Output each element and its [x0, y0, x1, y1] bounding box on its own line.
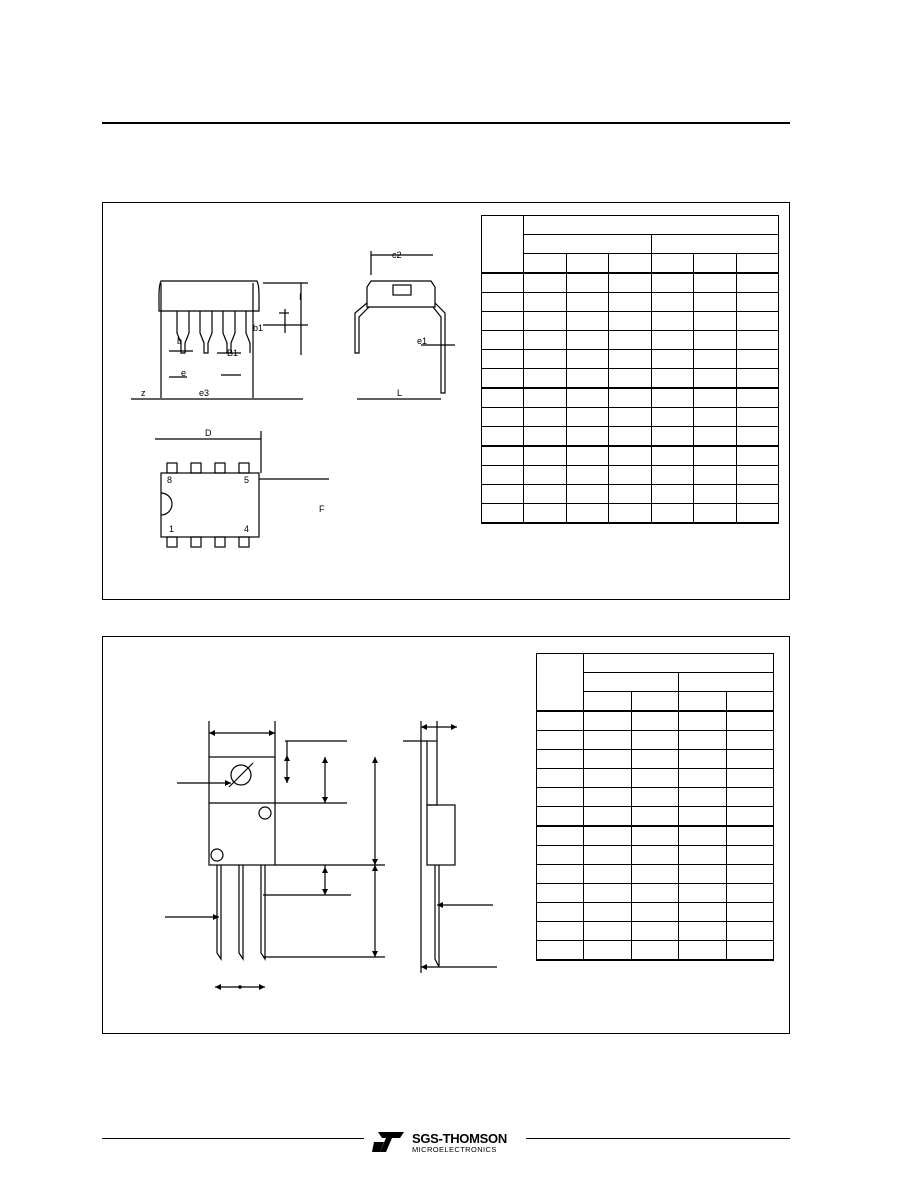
brand-subtitle: MICROELECTRONICS — [412, 1145, 497, 1154]
table-row — [481, 349, 779, 369]
table-row — [536, 768, 774, 788]
pin-label-4: 4 — [244, 524, 250, 534]
table-row — [536, 825, 774, 846]
table-row — [536, 921, 774, 941]
table-row — [481, 387, 779, 408]
footer-rule-right — [526, 1138, 790, 1139]
table-row — [481, 272, 779, 293]
table-row — [481, 503, 779, 524]
dim-label-e1: e1 — [417, 336, 428, 346]
dim-label-D: D — [205, 428, 212, 438]
brand-name: SGS-THOMSON — [412, 1131, 507, 1146]
table-row — [536, 883, 774, 903]
dim-label-e3: e3 — [199, 388, 210, 398]
footer-logo: SGS-THOMSON MICROELECTRONICS — [368, 1128, 520, 1158]
table-row — [481, 368, 779, 389]
to220-drawing — [165, 721, 497, 990]
dim-label-L: L — [397, 388, 403, 398]
footer-rule-left — [102, 1138, 364, 1139]
table-row — [481, 292, 779, 312]
table-row — [481, 484, 779, 504]
pin-label-5: 5 — [244, 475, 250, 485]
st-logo-icon — [372, 1132, 404, 1152]
table-row — [481, 330, 779, 350]
table-row — [536, 787, 774, 807]
package-panel-dip8: c2 I b1 B1 b e e3 z F L D e1 8 5 1 4 — [102, 202, 790, 600]
table-header-group — [523, 215, 779, 235]
table-header-dim — [481, 215, 524, 274]
pin-label-8: 8 — [167, 475, 173, 485]
pin-label-1: 1 — [169, 524, 175, 534]
table-row — [536, 940, 774, 961]
dip8-dimension-table — [481, 215, 779, 524]
table-row — [481, 465, 779, 485]
header-rule — [102, 122, 790, 124]
table-row — [481, 445, 779, 466]
table-row — [536, 749, 774, 769]
dip8-drawing — [131, 251, 455, 548]
table-row — [536, 730, 774, 750]
dim-label-c2: c2 — [392, 250, 402, 260]
dim-label-I: I — [299, 292, 302, 302]
dim-label-B1: B1 — [227, 348, 239, 358]
dim-label-e: e — [181, 368, 187, 378]
dim-label-z: z — [141, 388, 146, 398]
table-row — [536, 845, 774, 865]
table-row — [481, 407, 779, 427]
table-row — [481, 311, 779, 331]
package-panel-to220 — [102, 636, 790, 1034]
dim-label-F: F — [319, 504, 325, 514]
to220-dimension-table — [536, 653, 774, 961]
table-row — [536, 710, 774, 731]
table-row — [536, 806, 774, 827]
table-row — [481, 426, 779, 447]
table-row — [536, 902, 774, 922]
dim-label-b: b — [177, 336, 183, 346]
dim-label-b1: b1 — [253, 323, 264, 333]
table-row — [536, 864, 774, 884]
